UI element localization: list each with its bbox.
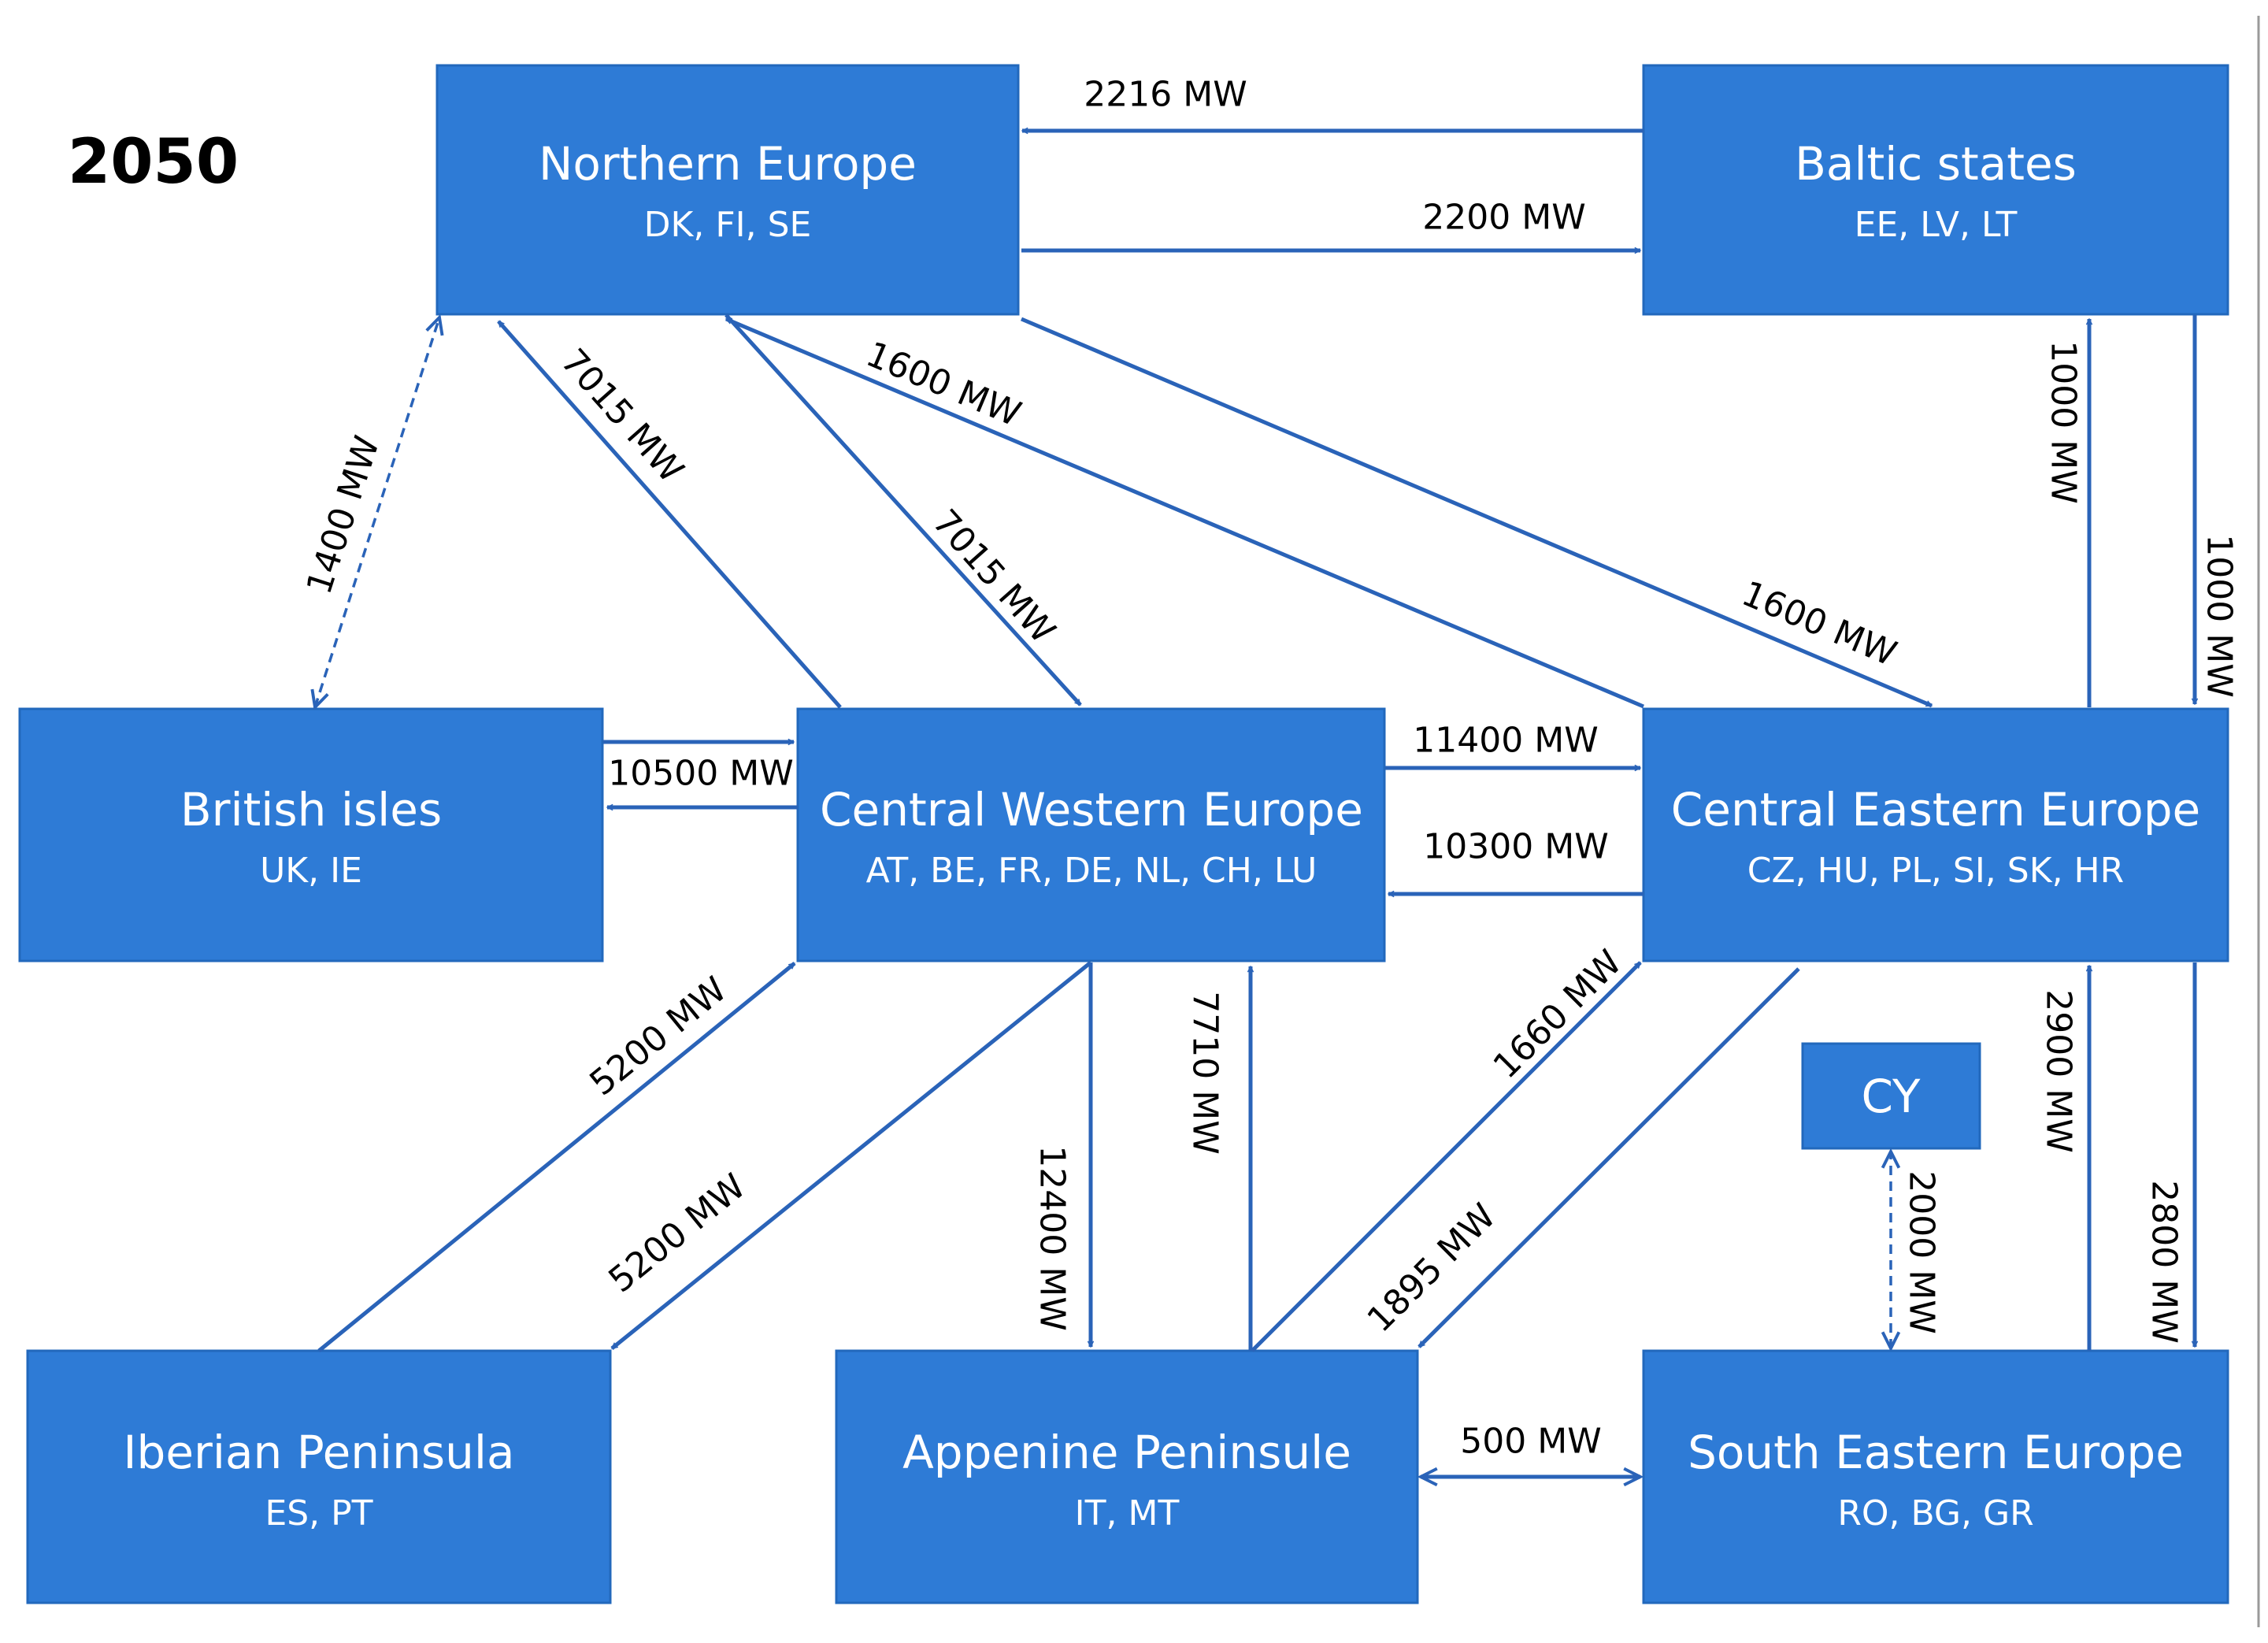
year-label: 2050 (68, 127, 239, 198)
region-name: CY (1862, 1070, 1921, 1123)
flow-label: 500 MW (1460, 1422, 1601, 1462)
flow-label: 5200 MW (583, 970, 735, 1104)
region-codes: AT, BE, FR, DE, NL, CH, LU (866, 851, 1317, 891)
region-name: Central Eastern Europe (1671, 783, 2200, 836)
region-name: Iberian Peninsula (123, 1426, 514, 1479)
region-codes: CZ, HU, PL, SI, SK, HR (1747, 851, 2124, 891)
flow-baltic-to-northern: 2216 MW (1022, 75, 1644, 132)
region-name: Baltic states (1795, 137, 2077, 191)
flow-see-to-cee: 2900 MW (2039, 966, 2090, 1351)
flow-label: 10300 MW (1423, 827, 1608, 867)
flow-label: 10500 MW (608, 754, 793, 794)
flow-label: 1000 MW (2199, 534, 2240, 697)
flow-cee-to-baltic: 1000 MW (2044, 319, 2090, 707)
region-name: Appenine Peninsule (902, 1426, 1351, 1479)
flow-appenine-to-cwe: 7710 MW (1185, 966, 1251, 1351)
flow-cee-to-northern: 1600 MW (726, 317, 1644, 709)
flow-iberian-to-cwe: 5200 MW (317, 962, 796, 1352)
flow-label: 12400 MW (1032, 1145, 1073, 1330)
region-name: Northern Europe (539, 137, 917, 191)
region-codes: EE, LV, LT (1855, 205, 2018, 245)
region-northern-europe: Northern Europe DK, FI, SE (435, 64, 1020, 316)
flow-label: 7015 MW (553, 341, 691, 490)
flow-cwe-to-appenine: 12400 MW (1032, 962, 1091, 1347)
region-codes: DK, FI, SE (644, 205, 812, 245)
region-codes: RO, BG, GR (1837, 1493, 2033, 1534)
region-appenine-peninsule: Appenine Peninsule IT, MT (835, 1349, 1419, 1604)
region-iberian-peninsula: Iberian Peninsula ES, PT (26, 1349, 612, 1604)
flow-label: 2900 MW (2039, 989, 2079, 1152)
region-central-eastern-europe: Central Eastern Europe CZ, HU, PL, SI, S… (1642, 707, 2229, 962)
region-codes: ES, PT (265, 1493, 372, 1534)
region-name: Central Western Europe (820, 783, 1363, 836)
region-codes: UK, IE (260, 851, 362, 891)
flow-label: 2200 MW (1422, 198, 1585, 238)
region-central-western-europe: Central Western Europe AT, BE, FR, DE, N… (796, 707, 1386, 962)
flow-british-northern: 1400 MW (299, 317, 439, 707)
flow-cee-to-cwe: 10300 MW (1388, 827, 1644, 895)
region-codes: IT, MT (1075, 1493, 1180, 1534)
flow-appenine-see: 500 MW (1421, 1422, 1640, 1478)
flow-label: 1400 MW (299, 431, 388, 599)
flow-label: 1660 MW (1486, 943, 1630, 1087)
flow-see-cy: 2000 MW (1891, 1152, 1942, 1348)
region-cyprus: CY (1801, 1042, 1981, 1150)
flow-british-to-cwe: 10500 MW (603, 742, 794, 794)
flow-northern-to-cee: 1600 MW (1021, 317, 1932, 708)
flow-cee-to-see: 2800 MW (2144, 962, 2196, 1347)
flow-northern-to-baltic: 2200 MW (1021, 198, 1640, 251)
flow-label: 7015 MW (925, 502, 1063, 651)
flow-label: 2800 MW (2144, 1180, 2185, 1343)
flow-baltic-to-cee: 1000 MW (2195, 315, 2240, 704)
flow-label: 7710 MW (1185, 991, 1225, 1154)
region-name: British isles (180, 783, 442, 836)
region-british-isles: British isles UK, IE (18, 707, 604, 962)
flow-label: 1895 MW (1360, 1196, 1504, 1341)
flow-label: 2000 MW (1902, 1170, 1942, 1333)
flow-appenine-to-cee: 1660 MW (1251, 943, 1642, 1352)
flow-label: 1000 MW (2044, 340, 2084, 503)
flow-label: 11400 MW (1413, 721, 1598, 761)
flow-cwe-to-northern: 7015 MW (497, 320, 842, 709)
flow-label: 2216 MW (1084, 75, 1247, 115)
region-baltic-states: Baltic states EE, LV, LT (1642, 64, 2229, 316)
region-south-eastern-europe: South Eastern Europe RO, BG, GR (1642, 1349, 2229, 1604)
region-name: South Eastern Europe (1688, 1426, 2184, 1479)
flow-label: 5200 MW (602, 1166, 754, 1301)
flow-cwe-to-cee: 11400 MW (1385, 721, 1640, 769)
